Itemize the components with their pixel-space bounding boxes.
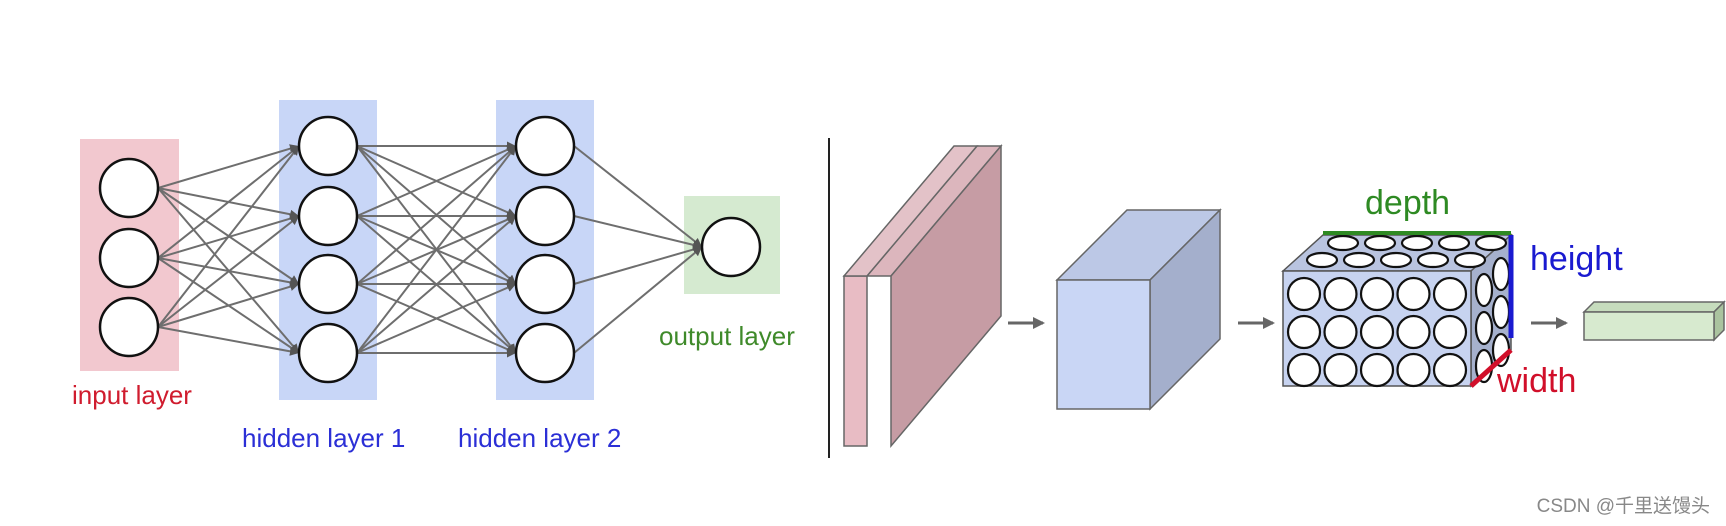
connection-1-3-2: [356, 283, 516, 354]
fully-connected-network: input layer hidden layer 1 hidden layer …: [72, 100, 795, 453]
output-layer-label: output layer: [659, 321, 795, 351]
front-neuron-0-0: [1286, 276, 1322, 312]
neuron-layer0-0: [98, 157, 160, 219]
hidden-layer-2-label: hidden layer 2: [458, 423, 621, 453]
top-neuron-1-4: [1453, 251, 1487, 269]
top-neuron-0-1: [1363, 234, 1397, 252]
watermark: CSDN @千里送馒头: [1537, 495, 1710, 517]
connection-0-0-2: [157, 187, 300, 285]
depth-label: depth: [1365, 184, 1450, 222]
neuron-volume: [1281, 231, 1514, 388]
neuron-layer2-0: [514, 115, 576, 177]
connection-0-0-3: [157, 187, 299, 353]
neurons: [98, 115, 762, 384]
connection-1-2-0: [356, 145, 517, 285]
connection-2-3-0: [573, 247, 702, 354]
connection-1-3-1: [356, 215, 517, 354]
side-neuron-0-1: [1491, 256, 1511, 292]
neuron-layer1-0: [297, 115, 359, 177]
top-neuron-1-1: [1342, 251, 1376, 269]
height-label: height: [1530, 240, 1623, 278]
front-neuron-2-3: [1396, 352, 1431, 388]
connection-0-1-0: [157, 145, 299, 259]
hidden-layer-1-label: hidden layer 1: [242, 423, 405, 453]
connection-2-1-0: [573, 215, 703, 250]
front-neuron-1-3: [1396, 314, 1431, 350]
top-neuron-0-0: [1326, 234, 1360, 252]
top-neuron-0-3: [1437, 234, 1471, 252]
connection-0-2-3: [157, 326, 300, 356]
neuron-layer0-1: [98, 227, 160, 289]
top-neuron-1-2: [1379, 251, 1413, 269]
side-neuron-0-0: [1474, 272, 1494, 308]
width-label: width: [1496, 362, 1576, 400]
front-neuron-2-1: [1323, 352, 1358, 388]
front-neuron-0-3: [1396, 276, 1431, 312]
hidden-volume: [1055, 208, 1222, 411]
front-neuron-1-2: [1359, 314, 1395, 350]
neuron-layer3-0: [700, 216, 762, 278]
front-neuron-1-0: [1286, 314, 1322, 350]
top-neuron-1-0: [1305, 251, 1339, 269]
connection-1-1-0: [356, 145, 517, 217]
top-neuron-1-3: [1416, 251, 1450, 269]
input-layer-label: input layer: [72, 380, 192, 410]
connection-1-3-0: [356, 146, 516, 354]
connection-0-2-2: [157, 282, 299, 328]
top-neuron-0-2: [1400, 234, 1434, 252]
front-neuron-0-1: [1323, 276, 1358, 312]
front-neuron-0-4: [1432, 276, 1468, 312]
neuron-layer1-3: [297, 322, 359, 384]
output-volume: [1582, 300, 1726, 342]
connection-0-2-0: [157, 145, 299, 328]
cnn-volumes: depth height width: [842, 143, 1726, 449]
front-neuron-0-2: [1359, 276, 1395, 312]
top-neuron-0-4: [1474, 234, 1508, 252]
connection-0-1-2: [157, 257, 300, 287]
neuron-layer2-1: [514, 185, 576, 247]
connection-0-2-1: [157, 216, 300, 328]
connection-0-0-0: [157, 144, 299, 189]
front-neuron-1-4: [1432, 314, 1468, 350]
connection-2-0-0: [573, 145, 703, 247]
connection-2-2-0: [573, 245, 703, 285]
side-neuron-1-0: [1474, 310, 1494, 346]
neuron-layer1-2: [297, 253, 359, 315]
side-neuron-1-1: [1491, 294, 1511, 330]
volume-neurons: [1286, 234, 1511, 388]
front-neuron-2-2: [1359, 352, 1395, 388]
neuron-layer2-2: [514, 253, 576, 315]
neuron-layer1-1: [297, 185, 359, 247]
connections: [157, 141, 703, 358]
front-neuron-1-1: [1323, 314, 1358, 350]
front-neuron-2-4: [1432, 352, 1468, 388]
width-edge: [1469, 348, 1513, 388]
input-volume: [842, 143, 1003, 449]
neuron-layer2-3: [514, 322, 576, 384]
front-neuron-2-0: [1286, 352, 1322, 388]
neuron-layer0-2: [98, 296, 160, 358]
